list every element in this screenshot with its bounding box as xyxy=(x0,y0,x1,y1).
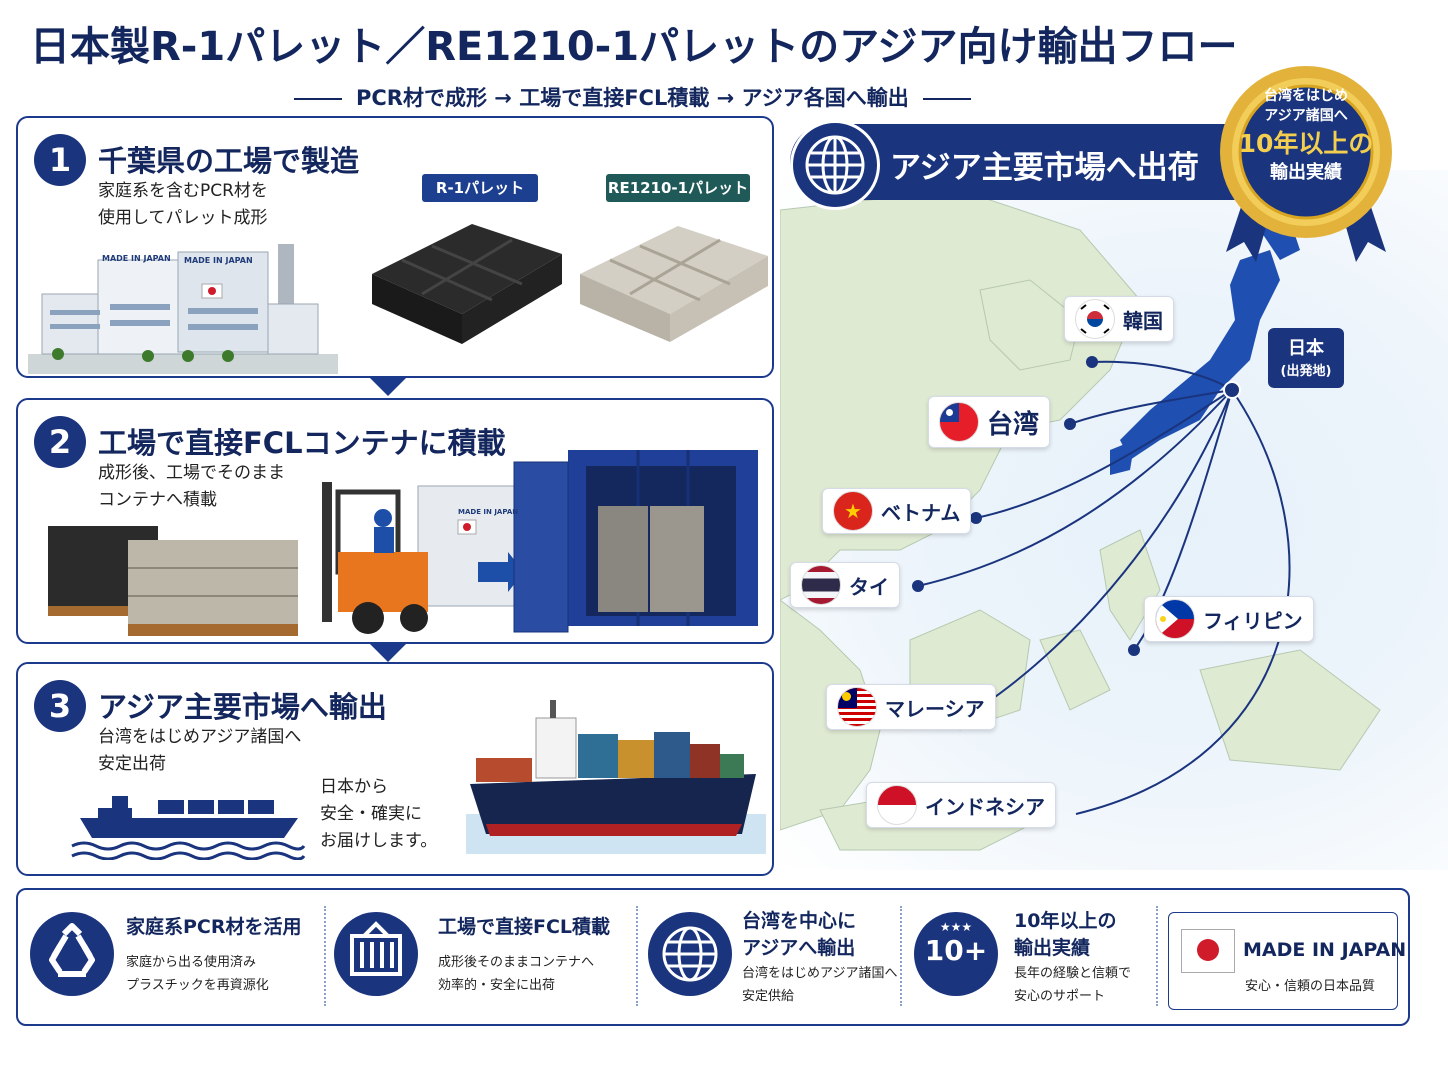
feature-separator xyxy=(324,906,326,1006)
pallet-tag-re1210: RE1210-1パレット xyxy=(606,174,750,202)
country-label-taiwan: 台湾 xyxy=(928,396,1051,448)
philippines-flag-icon xyxy=(1155,599,1195,639)
country-label-thailand: タイ xyxy=(790,562,900,608)
vietnam-flag-icon: ★ xyxy=(833,491,873,531)
made-in-japan-box: MADE IN JAPAN 安心・信頼の日本品質 xyxy=(1168,912,1406,1010)
feature-separator xyxy=(1156,906,1158,1006)
thailand-flag-icon xyxy=(801,565,841,605)
step-3-note: 日本から安全・確実にお届けします。 xyxy=(320,777,438,851)
step-arrow-1 xyxy=(368,376,408,396)
page-title: 日本製R-1パレット／RE1210-1パレットのアジア向け輸出フロー xyxy=(30,24,1238,70)
step-1-description: 家庭系を含むPCR材を使用してパレット成形 xyxy=(98,181,268,228)
country-label-vietnam: ★ ベトナム xyxy=(822,488,972,534)
container-ship-image xyxy=(466,700,766,854)
factory-illustration xyxy=(28,244,338,374)
ship-icon xyxy=(71,796,306,860)
step-3-description: 台湾をはじめアジア諸国へ安定出荷 xyxy=(98,727,302,774)
country-label-malaysia: マレーシア xyxy=(826,684,996,730)
map-header-title: アジア主要市場へ出荷 xyxy=(890,150,1199,186)
factory-sign-1: MADE IN JAPAN xyxy=(102,254,171,263)
taiwan-flag-icon xyxy=(939,402,979,442)
step-2-number: 2 xyxy=(34,416,86,468)
step-3-number: 3 xyxy=(34,680,86,732)
factory-sign-3: MADE IN JAPAN xyxy=(458,508,519,516)
badge-line4: 輸出実績 xyxy=(1270,162,1342,183)
step-3-heading: アジア主要市場へ輸出 xyxy=(98,690,387,724)
badge-line2: アジア諸国へ xyxy=(1264,108,1348,124)
step-1-heading: 千葉県の工場で製造 xyxy=(98,144,360,178)
shipping-routes xyxy=(912,356,1291,815)
page-subtitle: PCR材で成形 → 工場で直接FCL積載 → アジア各国へ輸出 xyxy=(280,82,985,112)
step-2-description: 成形後、工場でそのままコンテナへ積載 xyxy=(98,463,285,510)
export-record-badge: 台湾をはじめ アジア諸国へ 10年以上の 輸出実績 xyxy=(1216,62,1396,272)
rosette-icon xyxy=(1220,66,1392,262)
step-arrow-2 xyxy=(368,642,408,662)
korea-flag-icon xyxy=(1075,299,1115,339)
step-1-panel: 1 千葉県の工場で製造 家庭系を含むPCR材を使用してパレット成形 MADE I… xyxy=(16,116,774,378)
black-pallet-image xyxy=(372,224,562,344)
malaysia-flag-icon xyxy=(837,687,877,727)
step-2-heading: 工場で直接FCLコンテナに積載 xyxy=(98,426,506,460)
step-3-panel: 3 アジア主要市場へ輸出 台湾をはじめアジア諸国へ安定出荷 日本から安全・確実に… xyxy=(16,662,774,876)
globe-icon xyxy=(790,120,880,210)
feature-separator xyxy=(636,906,638,1006)
country-label-philippines: フィリピン xyxy=(1144,596,1314,642)
origin-label-japan: 日本 (出発地) xyxy=(1268,328,1344,388)
container-icon xyxy=(334,912,418,996)
feature-3: 台湾を中心に アジアへ輸出 台湾をはじめアジア諸国へ 安定供給 xyxy=(742,910,898,1004)
ten-plus-icon: ★★★ 10+ xyxy=(914,912,998,996)
gray-pallet-image xyxy=(580,226,768,342)
feature-separator xyxy=(900,906,902,1006)
recycle-icon xyxy=(30,912,114,996)
factory-sign-2: MADE IN JAPAN xyxy=(184,256,253,265)
step-1-number: 1 xyxy=(34,134,86,186)
globe-icon xyxy=(648,912,732,996)
badge-line3: 10年以上の xyxy=(1238,129,1374,158)
japan-flag-icon xyxy=(1181,929,1235,973)
step-2-panel: 2 工場で直接FCLコンテナに積載 成形後、工場でそのままコンテナへ積載 MAD… xyxy=(16,398,774,644)
badge-line1: 台湾をはじめ xyxy=(1264,88,1348,104)
country-label-korea: 韓国 xyxy=(1064,296,1174,342)
country-label-indonesia: インドネシア xyxy=(866,782,1056,828)
pallet-tag-r1: R-1パレット xyxy=(422,174,538,202)
feature-4: 10年以上の 輸出実績 長年の経験と信頼で 安心のサポート xyxy=(1014,910,1132,1004)
loading-scene-image xyxy=(48,450,758,636)
feature-2: 工場で直接FCL積載 成形後そのままコンテナへ 効率的・安全に出荷 xyxy=(438,916,611,993)
indonesia-flag-icon xyxy=(877,785,917,825)
feature-1: 家庭系PCR材を活用 家庭から出る使用済み プラスチックを再資源化 xyxy=(126,916,302,993)
